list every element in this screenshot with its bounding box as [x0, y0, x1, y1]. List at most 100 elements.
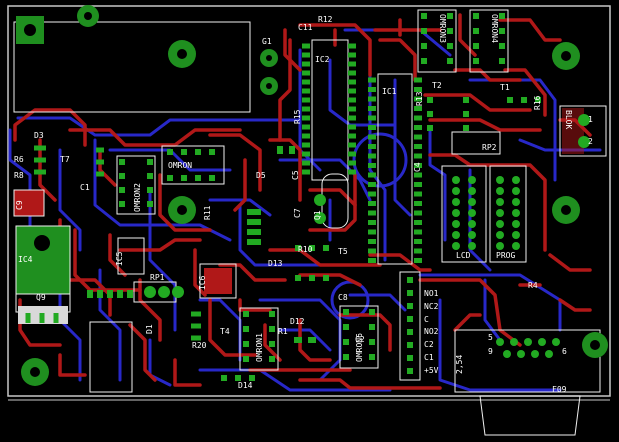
pad: [496, 220, 504, 228]
pad: [468, 176, 476, 184]
pad: [414, 144, 422, 149]
pad: [348, 124, 356, 130]
pad: [496, 231, 504, 239]
pin-label-5: 5: [488, 333, 493, 342]
pad: [499, 13, 505, 19]
pad: [323, 275, 329, 281]
pad: [127, 290, 133, 298]
pad: [414, 87, 422, 92]
label-d5: D5: [256, 171, 266, 180]
pad: [407, 355, 413, 361]
terminal-block-body: [399, 271, 421, 381]
pad: [407, 316, 413, 322]
pad: [512, 231, 520, 239]
pad: [308, 337, 316, 343]
mounting-hole: [21, 358, 49, 386]
pad: [368, 144, 376, 149]
pad: [167, 149, 173, 155]
pad: [463, 125, 469, 131]
pad: [323, 245, 329, 251]
pad: [421, 58, 427, 64]
pad: [96, 147, 104, 153]
pad: [512, 209, 520, 217]
pin-label-254: 2,54: [455, 355, 464, 374]
pad: [468, 198, 476, 206]
pad: [369, 354, 375, 360]
pad: [289, 146, 295, 154]
pad: [348, 160, 356, 166]
pad: [503, 350, 511, 358]
label-q1: Q1: [313, 210, 322, 220]
pad: [195, 175, 201, 181]
pad: [452, 242, 460, 250]
terminal-label-c: C: [424, 315, 429, 324]
pad: [414, 115, 422, 121]
pad: [243, 311, 249, 317]
label-g1: G1: [262, 37, 272, 46]
pad: [343, 339, 349, 345]
pad: [414, 239, 422, 244]
pad: [348, 115, 356, 121]
pad: [531, 350, 539, 358]
label-r8: R8: [14, 171, 24, 180]
pad: [538, 338, 546, 346]
pad: [25, 313, 31, 323]
label-omron: OMRON: [168, 161, 192, 170]
omron1-body: [239, 307, 279, 371]
pad: [158, 286, 170, 298]
pad: [302, 70, 310, 76]
label-d3: D3: [34, 131, 44, 140]
pad: [447, 13, 453, 19]
label-prog: PROG: [496, 251, 515, 260]
pad: [247, 209, 261, 215]
pad: [368, 77, 376, 83]
pad: [368, 87, 376, 92]
pad: [468, 231, 476, 239]
pad: [294, 337, 302, 343]
pad: [191, 323, 201, 329]
pad: [414, 153, 422, 159]
label-c8: C8: [338, 293, 348, 302]
label-r13: R13: [415, 91, 424, 106]
pad: [545, 350, 553, 358]
pad: [368, 163, 376, 168]
pad: [512, 176, 520, 184]
pad: [147, 201, 153, 207]
pad: [452, 220, 460, 228]
blok-body: [559, 105, 607, 157]
pin-label-9: 9: [488, 347, 493, 356]
pad: [407, 303, 413, 309]
pad: [447, 58, 453, 64]
label-t1: T1: [500, 83, 510, 92]
pad: [348, 169, 356, 175]
pad: [517, 350, 525, 358]
mounting-hole: [168, 40, 196, 68]
pad: [447, 43, 453, 49]
pad: [552, 338, 560, 346]
pad: [473, 28, 479, 34]
pad: [302, 43, 310, 49]
pad: [369, 339, 375, 345]
pad: [368, 191, 376, 197]
pad: [447, 28, 453, 34]
pad: [249, 375, 255, 381]
label-lcd: LCD: [456, 251, 471, 260]
pad: [348, 133, 356, 139]
pad: [191, 311, 201, 317]
pad: [348, 43, 356, 49]
pad: [172, 286, 184, 298]
pad: [421, 13, 427, 19]
rp2-body: [451, 131, 501, 155]
pad: [368, 210, 376, 216]
pad: [167, 175, 173, 181]
omron2-body: [116, 155, 156, 215]
pad: [427, 97, 433, 103]
pad: [309, 275, 315, 281]
board-outline: [7, 5, 611, 397]
terminal-label-5v: +5V: [424, 366, 439, 375]
label-d13: D13: [268, 259, 283, 268]
label-ic1: IC1: [382, 87, 397, 96]
ic4-body: [199, 263, 237, 299]
omron4-body: [469, 9, 509, 73]
